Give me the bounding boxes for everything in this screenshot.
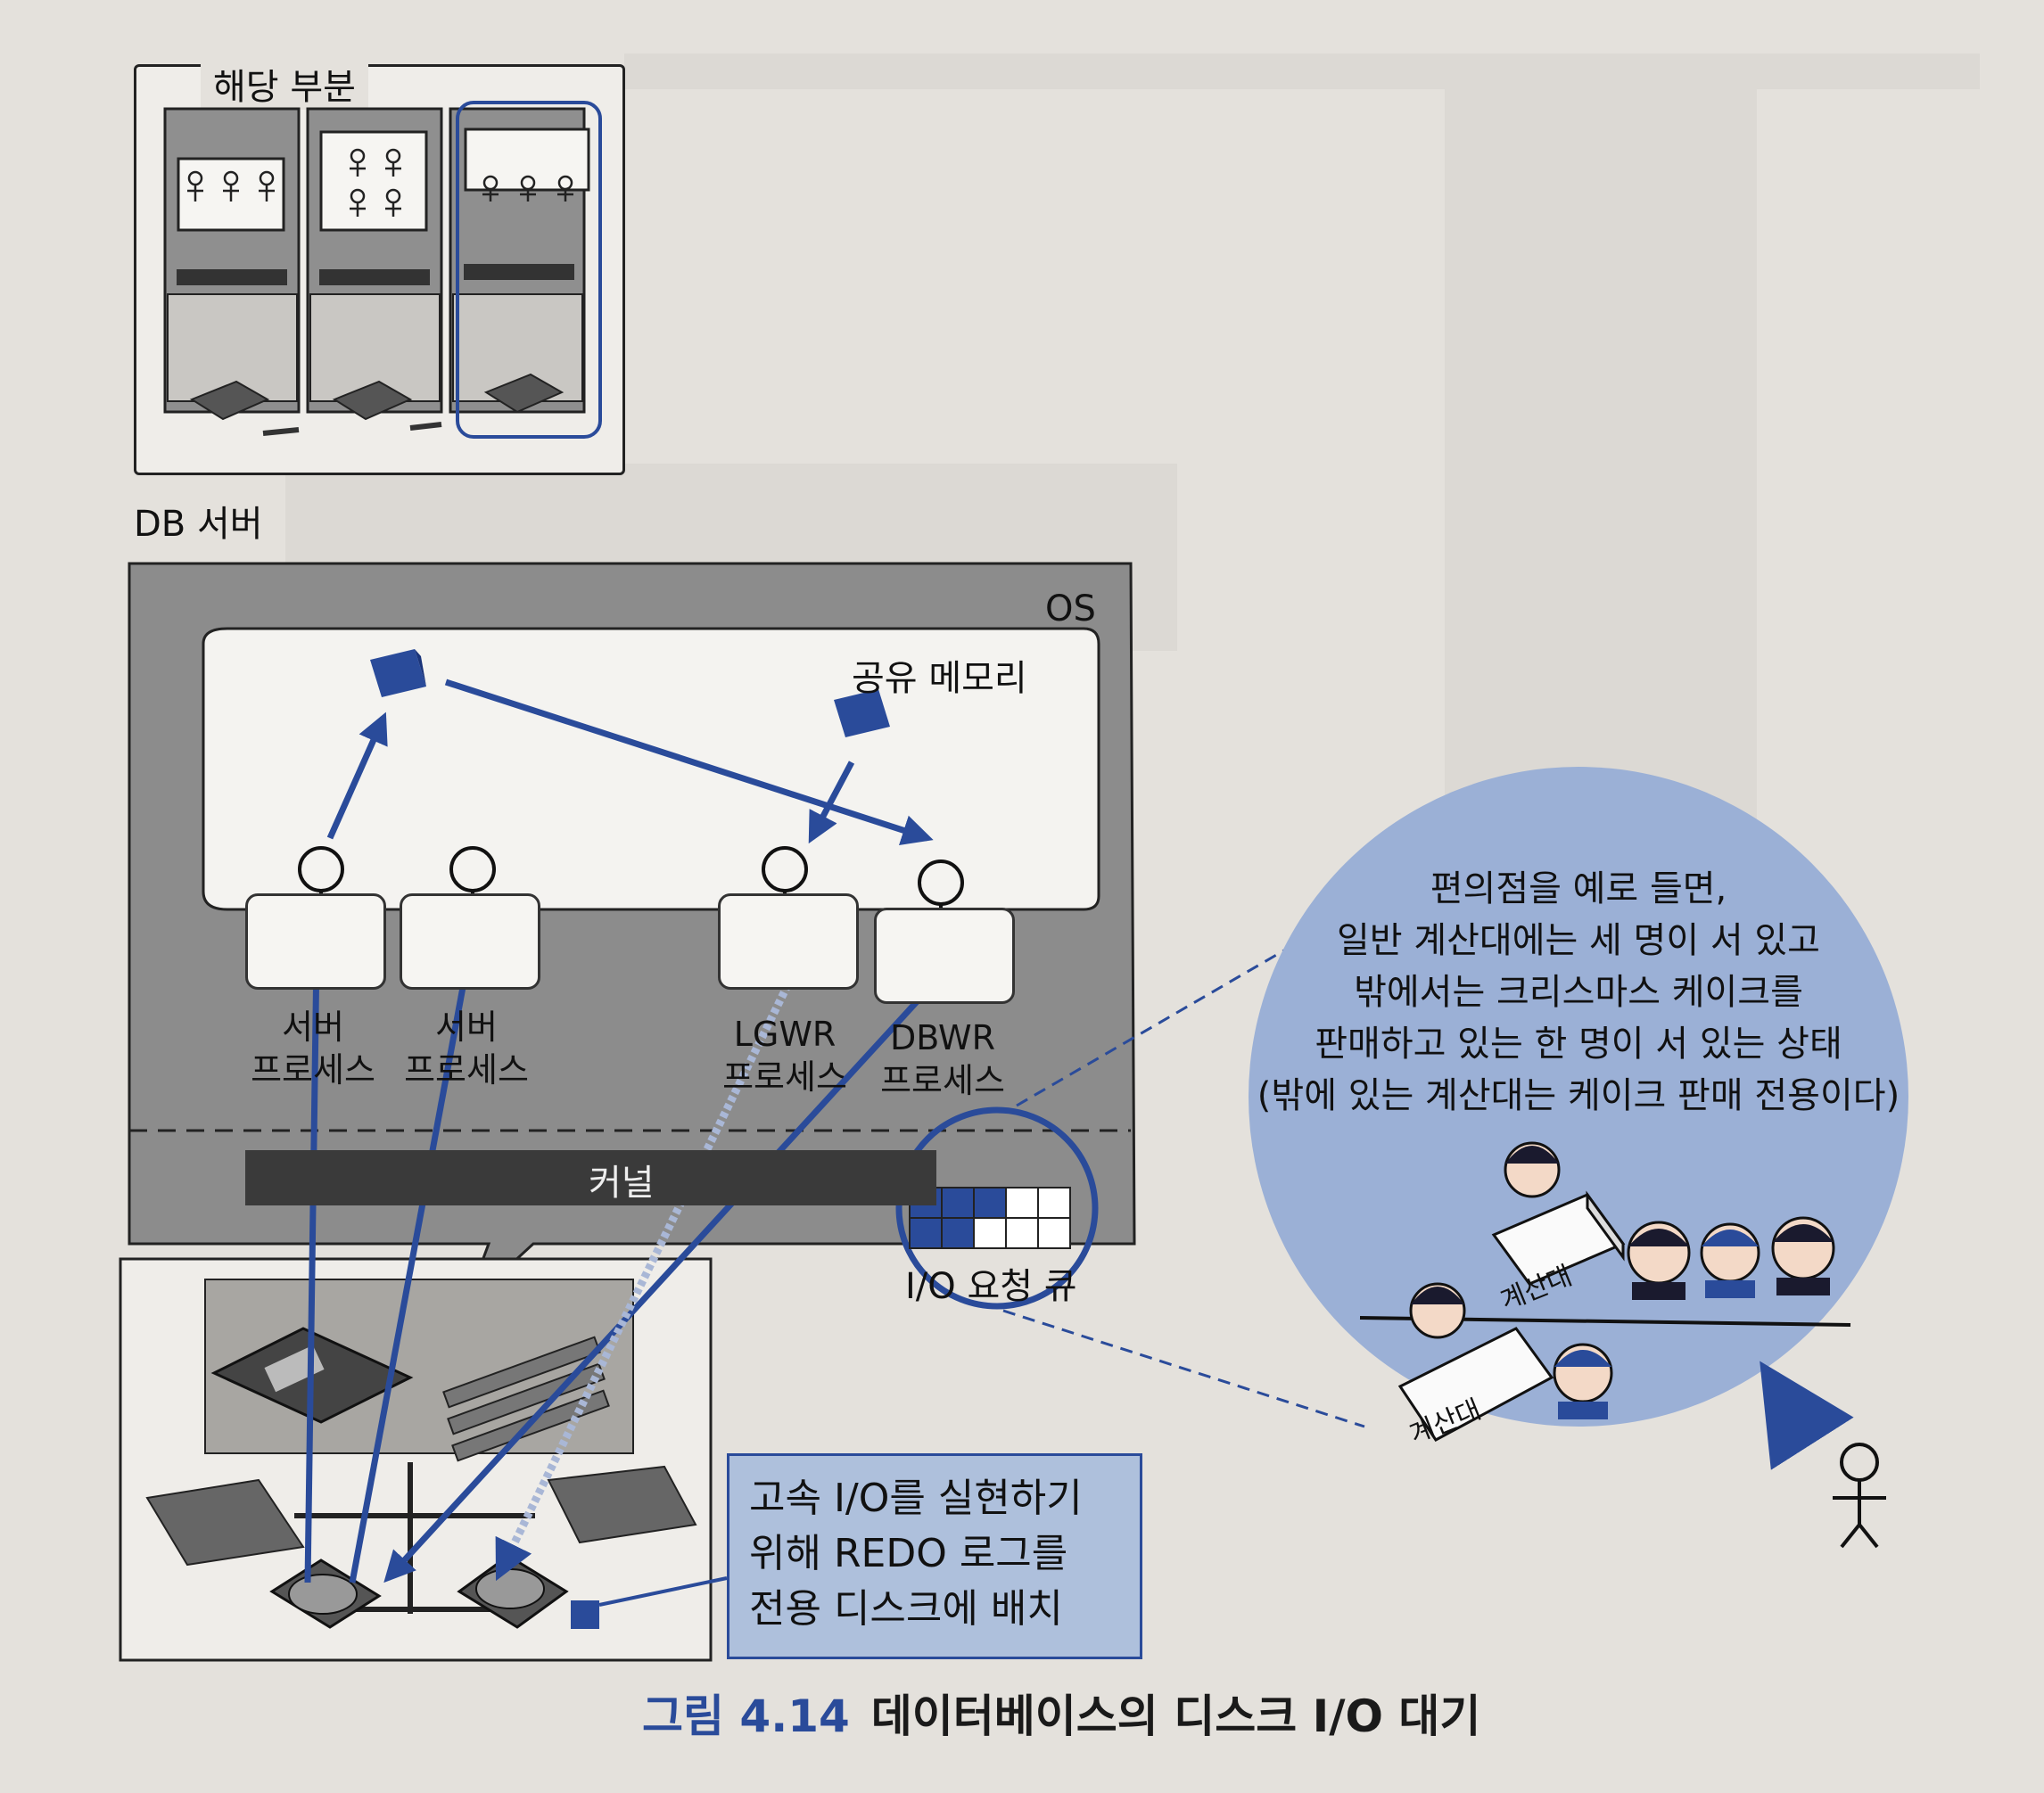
connector-dashed-top [1016, 894, 1379, 1107]
highlighted-rack-outline [456, 101, 602, 439]
arrow-disk-to-server-2 [349, 952, 480, 1583]
arrow-dbwr-to-disk [383, 983, 935, 1583]
figure-number: 그림 4.14 [642, 1690, 850, 1742]
io-queue-magnifier [895, 1106, 1099, 1310]
figure-title: 데이터베이스의 디스크 I/O 대기 [870, 1690, 1481, 1742]
clerk-figures [1409, 1141, 1561, 1339]
lgwr-process-label: LGWR 프로세스 [722, 1015, 847, 1097]
dbwr-process-label: DBWR 프로세스 [880, 1018, 1005, 1100]
redo-block [571, 1600, 599, 1629]
arrow-new-customer [1760, 1361, 1854, 1470]
analogy-bubble-text: 편의점을 예로 들면, 일반 계산대에는 세 명이 서 있고 밖에서는 크리스마… [1257, 868, 1900, 1116]
mini-process-icons [187, 148, 573, 217]
memory-block [834, 689, 890, 737]
arrow-disk-to-server-1 [301, 948, 333, 1583]
os-label: OS [1045, 588, 1096, 629]
arrow-server-to-memory [326, 711, 388, 840]
arrow-memory-to-lgwr [808, 761, 855, 844]
shared-memory-label: 공유 메모리 [852, 658, 1027, 699]
hard-disk-data [269, 1559, 382, 1629]
memory-block [370, 649, 426, 697]
server-process-1-label: 서버 프로세스 [251, 1008, 375, 1090]
redo-note-text: 고속 I/O를 실현하기 위해 REDO 로그를 전용 디스크에 배치 [749, 1476, 1083, 1632]
arrow-lgwr-to-redo-disk [495, 975, 796, 1582]
arrow-memory-to-dbwr [444, 679, 934, 846]
kernel-bar [245, 1150, 936, 1205]
rack-columns [163, 107, 590, 436]
figure-caption: 그림 4.14 데이터베이스의 디스크 I/O 대기 [642, 1681, 1480, 1745]
connector-dashed-bottom [1002, 1309, 1365, 1428]
customer-figures [1553, 1216, 1835, 1419]
db-server-label: DB 서버 [134, 504, 263, 545]
bleed-through-band [624, 53, 1980, 89]
regular-counter [1397, 1327, 1554, 1442]
arriving-customer-figure [1833, 1443, 1886, 1549]
kernel-label: 커널 [589, 1163, 655, 1204]
redo-note-box [727, 1453, 1142, 1659]
server-process-2-box [400, 893, 540, 990]
io-queue-label: I/O 요청 큐 [905, 1266, 1077, 1307]
server-process-2-label: 서버 프로세스 [404, 1008, 529, 1090]
lgwr-process-box [718, 893, 859, 990]
server-process-1-box [245, 893, 386, 990]
rack-overview-label: 해당 부분 [201, 58, 368, 110]
dbwr-process-box [874, 908, 1015, 1004]
